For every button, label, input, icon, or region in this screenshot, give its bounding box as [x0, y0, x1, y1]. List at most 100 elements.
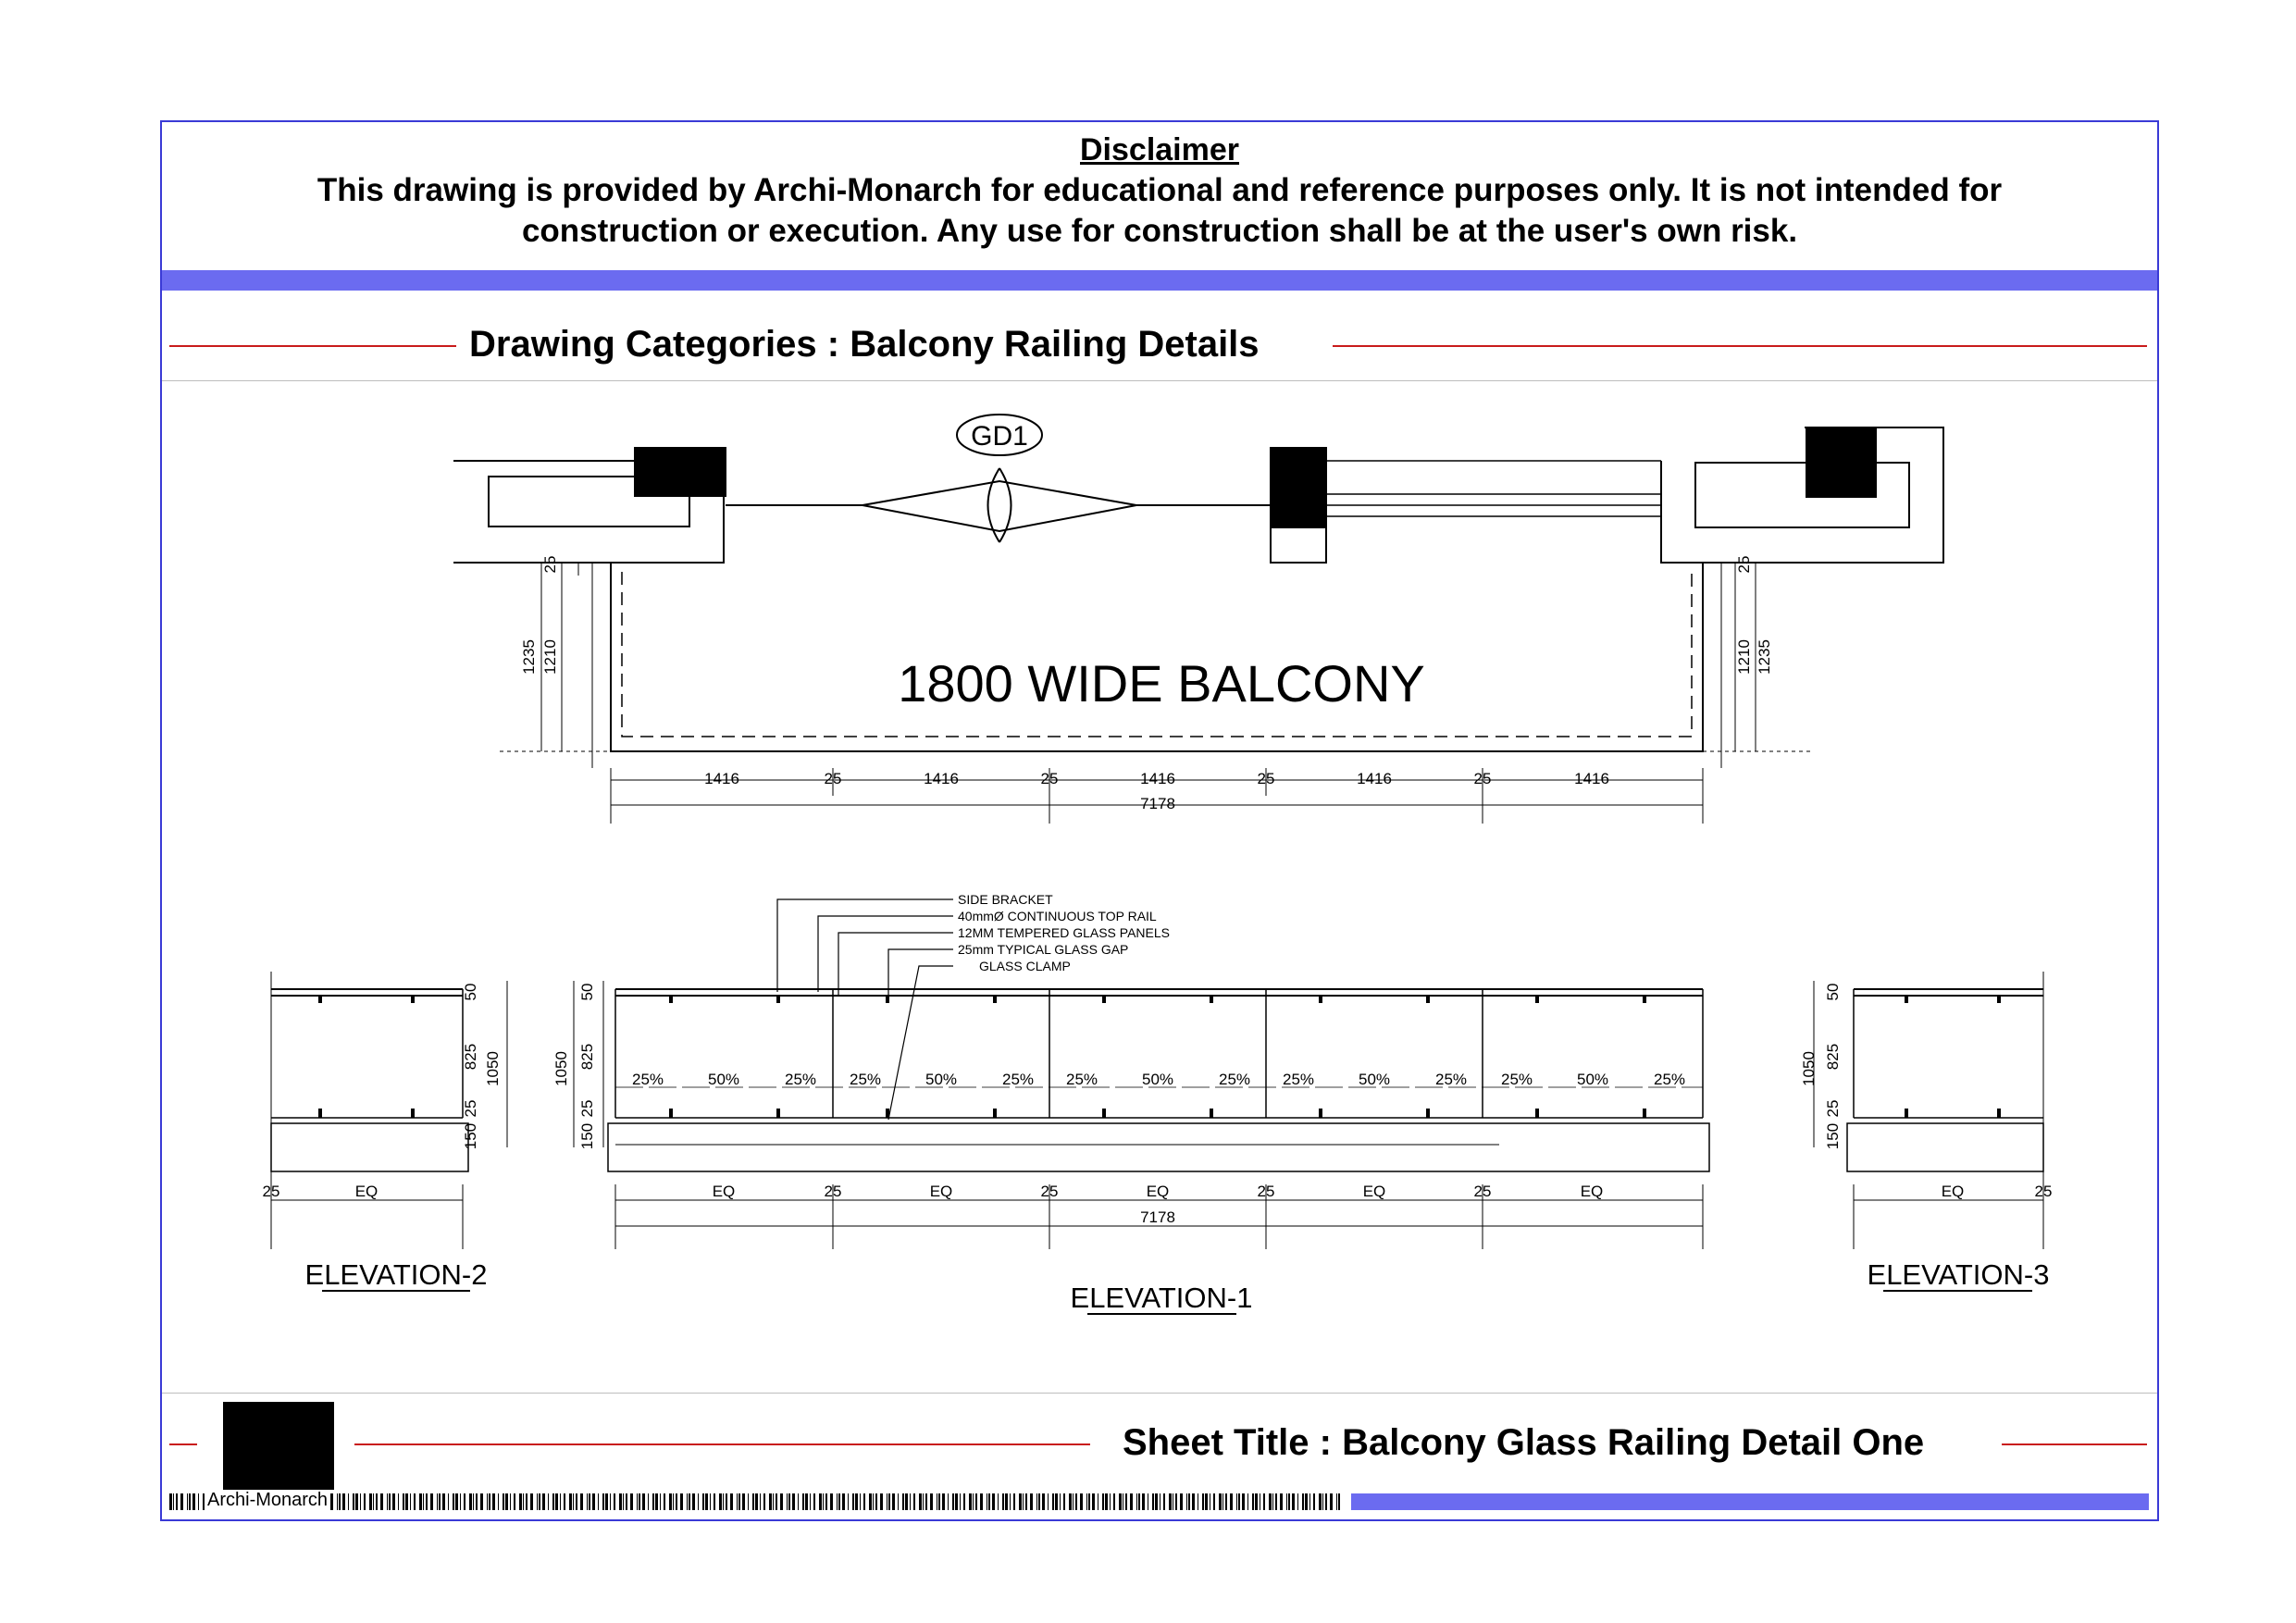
barcode-bar	[1002, 1493, 1004, 1510]
sheet-frame	[160, 120, 2159, 1521]
barcode-bar	[742, 1493, 745, 1510]
elev2-gap: 25	[263, 1183, 280, 1200]
barcode-bar	[414, 1493, 416, 1510]
barcode-bar	[403, 1493, 404, 1510]
barcode-bar	[552, 1493, 554, 1510]
plan-view	[453, 414, 1944, 824]
elev1-clamps	[669, 996, 1646, 1118]
barcode-bar	[1080, 1493, 1083, 1510]
barcode-bar	[988, 1493, 990, 1510]
barcode-bar	[1163, 1493, 1165, 1510]
barcode-bar	[910, 1493, 911, 1510]
barcode-bar	[863, 1493, 865, 1510]
barcode-bar	[726, 1493, 727, 1510]
elev3-clamp-3	[1905, 1109, 1908, 1118]
elev1-gap-2: 25	[1041, 1183, 1059, 1200]
elev1-clamp-bot-7	[1319, 1109, 1322, 1118]
footer-rule-left	[354, 1443, 1090, 1445]
barcode-bar	[173, 1493, 174, 1510]
elevation-2	[270, 972, 508, 1249]
barcode-bar	[180, 1493, 183, 1510]
barcode-bar	[1092, 1493, 1095, 1510]
barcode-bar	[176, 1493, 178, 1510]
barcode-bar	[980, 1493, 983, 1510]
barcode-bar	[837, 1493, 838, 1510]
elev1-clamp-top-5	[1102, 996, 1106, 1003]
elev2-text: 50 825 25 150 1050 25 EQ ELEVATION-2	[263, 984, 502, 1291]
barcode-bar	[1330, 1493, 1333, 1510]
barcode-bar	[1019, 1493, 1022, 1510]
barcode-bar	[860, 1493, 861, 1510]
barcode-bar	[705, 1493, 708, 1510]
barcode-bar	[1236, 1493, 1237, 1510]
barcode-bar	[489, 1493, 490, 1510]
elev3-vdim-25: 25	[1824, 1100, 1842, 1118]
leader-glass-clamp	[887, 965, 953, 1121]
elev1-clamp-top-3	[886, 996, 889, 1003]
barcode-bar	[1180, 1493, 1183, 1510]
barcode-bar	[730, 1493, 733, 1510]
elev1-clamp-bot-5	[1102, 1109, 1106, 1118]
barcode-bar	[1136, 1493, 1137, 1510]
elev1-text: 25% 50% 25% 25% 50% 25% 25% 50% 25% 25% …	[552, 984, 1685, 1314]
elev1-mark-p2-b: 50%	[925, 1071, 957, 1088]
barcode-bar	[1280, 1493, 1283, 1510]
barcode-bar	[192, 1493, 195, 1510]
barcode-bar	[519, 1493, 522, 1510]
barcode-bar	[602, 1493, 604, 1510]
plan-text: GD1 1800 WIDE BALCONY 1235 1210 25 1210 …	[520, 421, 1773, 812]
barcode-bar	[776, 1493, 777, 1510]
plan-tag-bubble	[956, 414, 1043, 456]
plan-total: 7178	[1140, 795, 1175, 812]
barcode-bar	[364, 1493, 366, 1510]
disclaimer-text: This drawing is provided by Archi-Monarc…	[316, 172, 2003, 249]
barcode-bar	[373, 1493, 374, 1510]
barcode-bar	[598, 1493, 599, 1510]
barcode-bar	[503, 1493, 504, 1510]
barcode-bar	[530, 1493, 533, 1510]
barcode-bar	[587, 1493, 588, 1510]
barcode-bar	[760, 1493, 761, 1510]
barcode-bar	[1192, 1493, 1195, 1510]
barcode-bar	[948, 1493, 949, 1510]
barcode-bar	[855, 1493, 858, 1510]
plan-seg-3: 1416	[1140, 770, 1175, 787]
barcode-bar	[355, 1493, 358, 1510]
barcode-bar	[514, 1493, 515, 1510]
plan-center-pier-fill	[1270, 447, 1327, 528]
barcode-bar	[619, 1493, 622, 1510]
barcode-bar	[752, 1493, 754, 1510]
heading-rule-right	[1333, 345, 2147, 347]
barcode-bar	[992, 1493, 995, 1510]
elev1-mark-p1-a: 25%	[632, 1071, 664, 1088]
elev3-slab	[1846, 1122, 2044, 1172]
barcode-bar	[969, 1493, 972, 1510]
elev2-vdim-150: 150	[462, 1123, 479, 1149]
barcode-bar	[1269, 1493, 1272, 1510]
elev1-clamp-top-6	[1210, 996, 1213, 1003]
barcode-bar	[569, 1493, 572, 1510]
barcode-bar	[810, 1493, 811, 1510]
elev3-gap: 25	[2035, 1183, 2053, 1200]
barcode-bar	[455, 1493, 458, 1510]
category-heading: Drawing Categories : Balcony Railing Det…	[469, 324, 1260, 365]
plan-right-dim-1235: 1235	[1756, 639, 1773, 675]
barcode-bar	[330, 1493, 333, 1510]
elev1-seg-2: EQ	[930, 1183, 953, 1200]
barcode-bar	[439, 1493, 441, 1510]
barcode-bar	[1275, 1493, 1277, 1510]
elev2-slab	[270, 1122, 469, 1172]
barcode-bar	[476, 1493, 478, 1510]
barcode-bar	[380, 1493, 383, 1510]
elev1-mark-p4-a: 25%	[1283, 1071, 1314, 1088]
barcode-bar	[1338, 1493, 1340, 1510]
barcode-bar	[637, 1493, 638, 1510]
barcode-bar	[1313, 1493, 1315, 1510]
barcode-bar	[938, 1493, 940, 1510]
elev1-vdim-825: 825	[578, 1044, 596, 1070]
barcode-bar	[1152, 1493, 1154, 1510]
elev1-seg-5: EQ	[1581, 1183, 1604, 1200]
barcode-bar	[473, 1493, 474, 1510]
barcode-bar	[492, 1493, 495, 1510]
plan-left-dim-1210: 1210	[541, 639, 559, 675]
